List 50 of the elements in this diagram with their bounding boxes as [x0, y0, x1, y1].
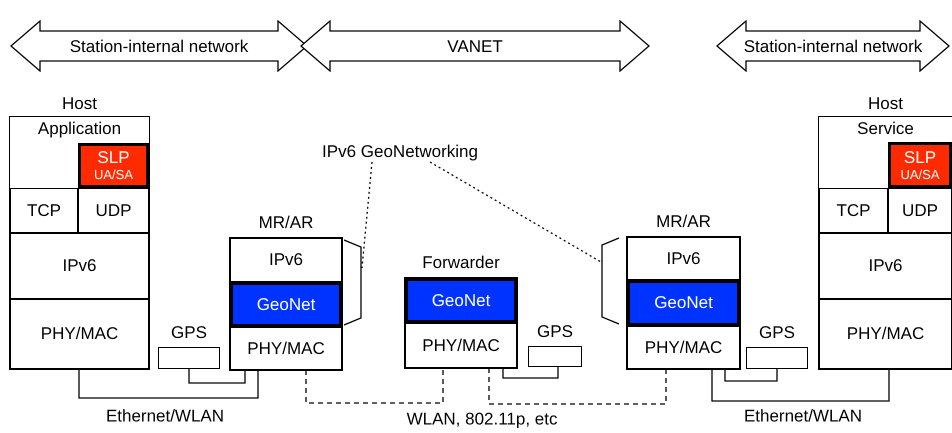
callout-text: IPv6 GeoNetworking: [322, 142, 478, 160]
layer-box: GeoNet: [230, 282, 342, 327]
stack-heading: MR/AR: [655, 212, 712, 232]
connector-line: [78, 369, 259, 399]
double-arrow: [300, 20, 650, 72]
leader-line: [430, 161, 602, 263]
layer-sublabel: UA/SA: [900, 166, 940, 182]
arrow-label: VANET: [447, 38, 503, 54]
layer-box: UDP: [888, 188, 952, 233]
layer-box: IPv6: [10, 233, 149, 299]
layer-box: PHY/MAC: [10, 299, 149, 369]
layer-box: IPv6: [627, 237, 740, 280]
gps-label: GPS: [170, 323, 208, 343]
connector-line: [711, 369, 890, 402]
layer-box: PHY/MAC: [627, 326, 740, 369]
edge-label: Ethernet/WLAN: [744, 408, 862, 424]
layer-label: SLP: [904, 148, 936, 166]
leader-line: [361, 162, 373, 268]
double-arrow: [716, 20, 950, 72]
stack-heading: Host: [867, 94, 904, 114]
layer-box: IPv6: [230, 238, 342, 282]
layer-box: GeoNet: [405, 278, 517, 323]
layer-box: UDP: [78, 188, 149, 233]
stack-heading: Forwarder: [421, 253, 501, 273]
layer-box: PHY/MAC: [819, 299, 952, 369]
layer-box: PHY/MAC: [230, 327, 342, 370]
stack-heading: MR/AR: [258, 213, 314, 233]
edge-label: WLAN, 802.11p, etc: [406, 410, 558, 428]
stack-title: Application: [36, 118, 122, 140]
arrow-label: Station-internal network: [70, 38, 248, 54]
stack-heading: Host: [61, 94, 98, 114]
layer-box: PHY/MAC: [405, 323, 517, 368]
connector-line: [188, 369, 246, 384]
layer-box: TCP: [819, 188, 888, 233]
layer-label: SLP: [97, 148, 130, 167]
stack-title: Service: [856, 118, 915, 140]
connector-line: [502, 367, 559, 379]
layer-sublabel: UA/SA: [94, 167, 133, 183]
connector-line: [724, 369, 778, 382]
connector-line: [305, 368, 444, 404]
layer-box: GeoNet: [627, 280, 740, 326]
gps-label: GPS: [758, 323, 796, 343]
connector-line: [488, 368, 667, 405]
slp-box: [888, 142, 952, 188]
layer-box: IPv6: [819, 233, 952, 299]
arrow-label: Station-internal network: [744, 38, 922, 54]
slp-box: [78, 143, 149, 188]
edge-label: Ethernet/WLAN: [106, 408, 224, 424]
gps-label: GPS: [536, 322, 574, 342]
layer-box: TCP: [10, 188, 78, 233]
